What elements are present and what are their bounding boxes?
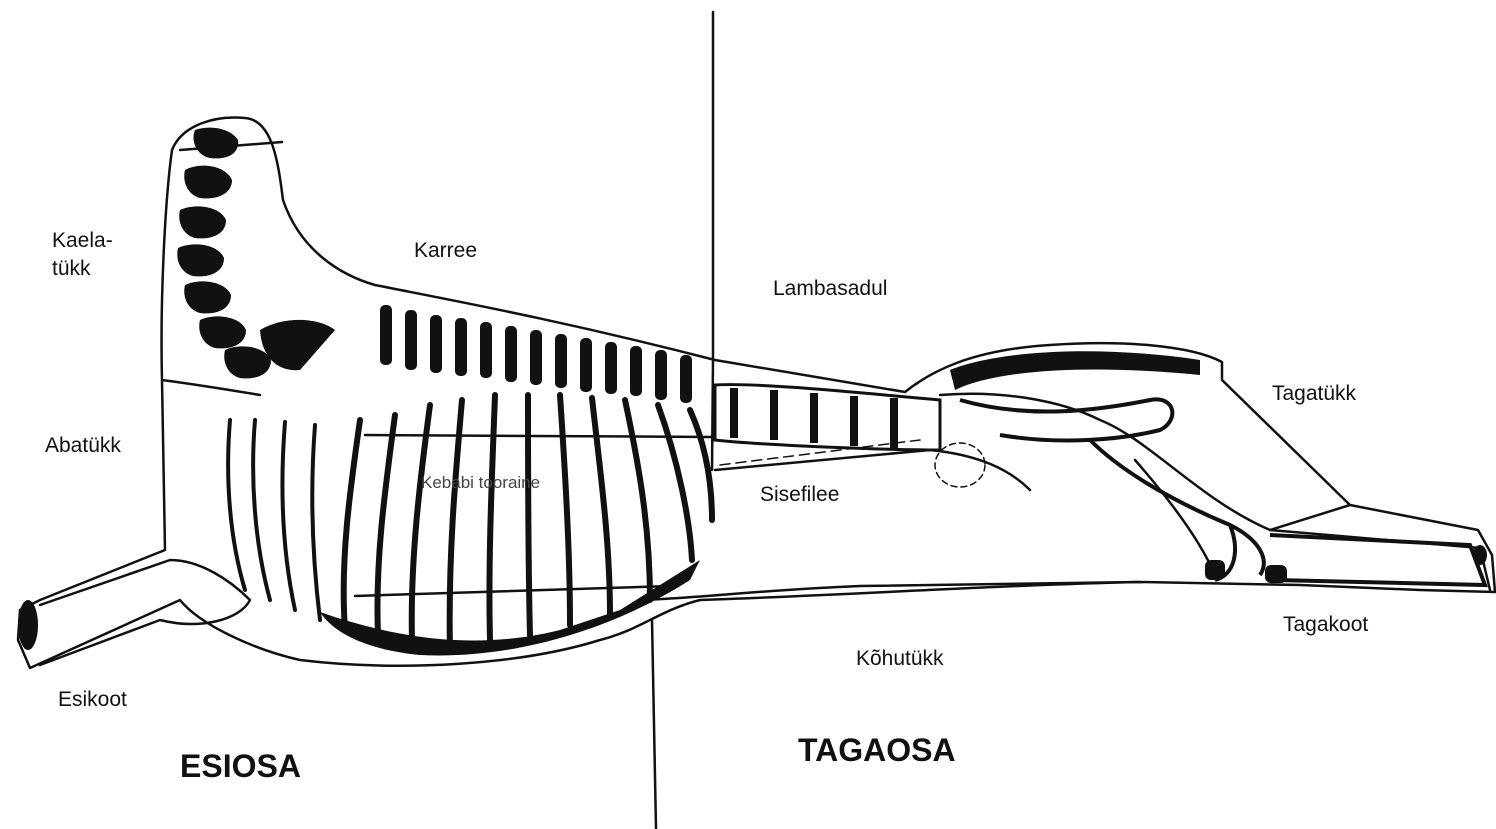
label-kebabi-tooraine: Kebabi tooraine <box>421 470 540 495</box>
hind-leg-bones <box>960 399 1485 585</box>
shoulder-cut-line <box>162 380 260 395</box>
label-esikoot: Esikoot <box>58 687 127 712</box>
label-karree: Karree <box>414 238 477 263</box>
front-hind-divider-lower <box>652 620 656 829</box>
hind-cut-line <box>1270 505 1350 530</box>
kebab-bottom-line <box>355 586 672 596</box>
front-ribs <box>228 420 320 620</box>
hind-leg-inner <box>1135 460 1215 575</box>
hip-joint-circle <box>935 443 985 487</box>
front-hind-divider-upper <box>712 12 713 470</box>
label-tagatukk: Tagatükk <box>1272 381 1356 406</box>
hind-leg-upper <box>940 394 1270 530</box>
kebab-top-line <box>365 435 712 437</box>
spine-vertebrae <box>380 305 1200 450</box>
label-lambasadul: Lambasadul <box>773 276 887 301</box>
label-tagaosa: TAGAOSA <box>798 732 956 768</box>
label-abatukk: Abatükk <box>45 433 121 458</box>
label-esiosa: ESIOSA <box>180 748 301 784</box>
label-tagakoot: Tagakoot <box>1283 612 1368 637</box>
ribs <box>344 395 712 650</box>
label-kohutukk: Kõhutükk <box>856 646 944 671</box>
label-kaelatukk-2: tükk <box>52 256 91 281</box>
label-kaelatukk-1: Kaela- <box>52 228 113 253</box>
neck-vertebrae <box>177 128 335 379</box>
label-sisefilee: Sisefilee <box>760 482 839 507</box>
